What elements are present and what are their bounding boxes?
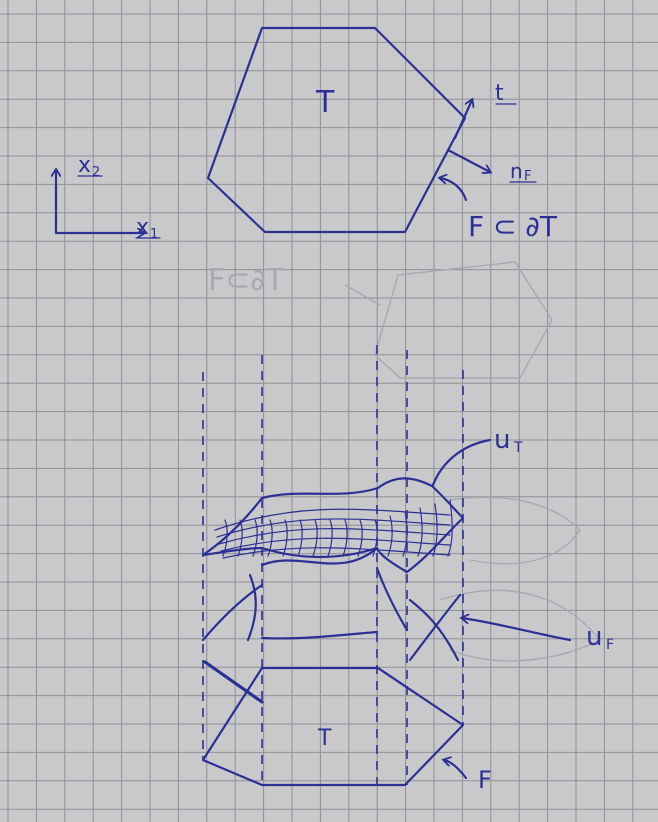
mesh-line (252, 519, 258, 557)
mesh-line (222, 519, 228, 557)
tangent-arrow (453, 100, 472, 140)
u-t-label: u (494, 425, 510, 455)
mesh-line (216, 518, 451, 538)
face-bottom-pointer (444, 760, 468, 780)
u-t-pointer (431, 438, 492, 487)
hexagon-top (206, 26, 467, 234)
mesh-line (402, 511, 408, 557)
axis-x-subscript: 1 (150, 227, 158, 242)
face-stroke-left (203, 660, 264, 704)
mesh-line (417, 507, 423, 557)
u-f-label: u (586, 622, 602, 652)
mesh-line (387, 515, 393, 557)
u-f-pointer (462, 618, 572, 642)
mesh-line (214, 508, 451, 531)
mesh-line (432, 503, 438, 557)
mesh-line (220, 537, 451, 552)
mesh-line (342, 519, 348, 557)
mesh-line (222, 547, 451, 559)
top-cell: T t n F F ⊂ ∂T (206, 26, 558, 243)
mesh-line (372, 519, 378, 557)
normal-subscript: F (524, 169, 531, 184)
mesh-line (312, 519, 318, 557)
hexagon-bottom (201, 666, 465, 787)
bottom-cell: T F (201, 660, 492, 794)
projection-lines (202, 345, 464, 785)
mesh-line (218, 528, 451, 545)
normal-label: n (510, 159, 523, 183)
cell-label-top: T (315, 85, 335, 120)
face-traces-u-f: u F (201, 546, 614, 662)
mesh-line (327, 519, 333, 557)
mesh-line (267, 519, 273, 557)
mesh-line (282, 519, 288, 557)
ghost-text: F⊂∂T (208, 263, 285, 298)
ghost-sketch: F⊂∂T (208, 261, 602, 662)
face-relation: F ⊂ ∂T (468, 210, 558, 243)
axis-y-subscript: 2 (92, 165, 100, 180)
axis-y-label: x (78, 153, 91, 178)
mesh-line (447, 499, 453, 557)
coordinate-axes: x 2 x 1 (56, 153, 161, 242)
mesh-line (357, 519, 363, 557)
u-f-subscript: F (606, 637, 614, 653)
face-bottom-label: F (478, 766, 492, 794)
axis-x-label: x (136, 215, 149, 240)
tangent-label: t (495, 81, 504, 106)
face-pointer (440, 178, 468, 202)
mesh-line (297, 519, 303, 557)
surface-u-t: u T (201, 425, 523, 574)
normal-arrow (446, 148, 490, 172)
u-t-subscript: T (513, 440, 523, 456)
cell-label-bottom: T (317, 726, 332, 751)
